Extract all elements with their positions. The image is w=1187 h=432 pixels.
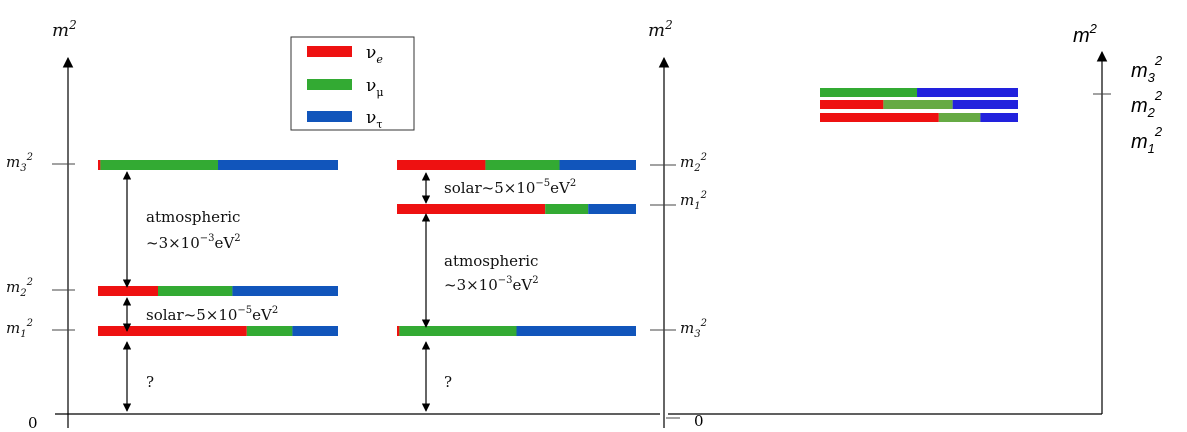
inverted-question-mark: ? xyxy=(444,373,452,391)
degenerate-m2-segment-nu-tau-blue-2 xyxy=(952,100,1018,109)
inverted-hierarchy-panel: m2 0 m22 m12 m32 solar~5×10−5eV2 atmosph… xyxy=(397,18,707,430)
degenerate-bar-m3 xyxy=(820,88,1018,97)
normal-m3-segment-nu-tau xyxy=(218,160,338,170)
inverted-level-label-m1: m12 xyxy=(680,190,707,212)
degenerate-level-label-m2: m22 xyxy=(1131,88,1163,120)
normal-bar-m3 xyxy=(98,160,338,170)
normal-axis-title: m2 xyxy=(52,18,77,41)
inverted-bar-m2 xyxy=(397,160,636,170)
inverted-solar-label: solar~5×10−5eV2 xyxy=(444,178,576,197)
normal-question-mark: ? xyxy=(146,373,154,391)
inverted-m2-segment-nu-tau xyxy=(559,160,636,170)
degenerate-m2-segment-nu-e-0 xyxy=(820,100,884,109)
inverted-m1-segment-nu-tau xyxy=(588,204,636,214)
inverted-level-label-m3: m32 xyxy=(680,318,707,340)
inverted-m2-segment-nu-mu xyxy=(485,160,560,170)
inverted-atmospheric-value: ~3×10−3eV2 xyxy=(444,275,539,294)
inverted-atmospheric-label: atmospheric xyxy=(444,252,538,270)
inverted-m1-segment-nu-e xyxy=(397,204,546,214)
normal-m2-segment-nu-e xyxy=(98,286,158,296)
normal-zero-label: 0 xyxy=(28,414,38,432)
degenerate-axis-title: m2 xyxy=(1073,21,1098,47)
degenerate-m1-segment-nu-e-0 xyxy=(820,113,939,122)
degenerate-m1-segment-nu-mu-light-1 xyxy=(938,113,981,122)
degenerate-m2-segment-nu-mu-light-1 xyxy=(883,100,953,109)
legend-swatch-nu-e xyxy=(307,46,352,57)
normal-level-label-m1: m12 xyxy=(6,318,33,340)
legend-label-nu-e: νe xyxy=(366,43,383,66)
flavor-legend: νe νμ ντ xyxy=(290,36,415,131)
normal-bar-m2 xyxy=(98,286,338,296)
normal-m3-segment-nu-mu xyxy=(100,160,218,170)
legend-label-nu-tau: ντ xyxy=(366,108,382,131)
degenerate-m3-segment-nu-mu-0 xyxy=(820,88,918,97)
legend-swatch-nu-tau xyxy=(307,111,352,122)
degenerate-level-label-m3: m32 xyxy=(1131,53,1163,85)
normal-level-label-m3: m32 xyxy=(6,152,33,174)
normal-m1-segment-nu-tau xyxy=(292,326,338,336)
legend-swatch-nu-mu xyxy=(307,79,352,90)
inverted-m3-segment-nu-e xyxy=(397,326,400,336)
inverted-axis-title: m2 xyxy=(648,18,673,41)
inverted-m3-segment-nu-tau xyxy=(516,326,636,336)
normal-m1-segment-nu-mu xyxy=(246,326,293,336)
inverted-m3-segment-nu-mu xyxy=(399,326,517,336)
inverted-m1-segment-nu-mu xyxy=(545,204,589,214)
normal-bar-m1 xyxy=(98,326,338,336)
normal-m1-segment-nu-e xyxy=(98,326,247,336)
legend-label-nu-mu: νμ xyxy=(366,76,384,99)
normal-hierarchy-panel: m2 0 m32 m22 m12 atmospheric ~3×10−3eV2 … xyxy=(6,18,660,432)
inverted-zero-label: 0 xyxy=(694,412,704,430)
normal-m2-segment-nu-mu xyxy=(158,286,233,296)
inverted-level-label-m2: m22 xyxy=(680,152,707,174)
degenerate-bar-m2 xyxy=(820,100,1018,109)
inverted-bar-m3 xyxy=(397,326,636,336)
normal-atmospheric-label: atmospheric xyxy=(146,208,240,226)
degenerate-level-label-m1: m12 xyxy=(1131,124,1163,156)
normal-atmospheric-value: ~3×10−3eV2 xyxy=(146,233,241,252)
inverted-bar-m1 xyxy=(397,204,636,214)
normal-m2-segment-nu-tau xyxy=(232,286,338,296)
degenerate-m3-segment-nu-tau-blue-1 xyxy=(917,88,1018,97)
normal-m3-segment-nu-e xyxy=(98,160,101,170)
degenerate-m1-segment-nu-tau-blue-2 xyxy=(980,113,1018,122)
inverted-m2-segment-nu-e xyxy=(397,160,486,170)
normal-level-label-m2: m22 xyxy=(6,277,33,299)
normal-solar-label: solar~5×10−5eV2 xyxy=(146,305,278,324)
degenerate-panel: m2 m32 m22 m12 xyxy=(668,21,1163,415)
degenerate-bar-m1 xyxy=(820,113,1018,122)
